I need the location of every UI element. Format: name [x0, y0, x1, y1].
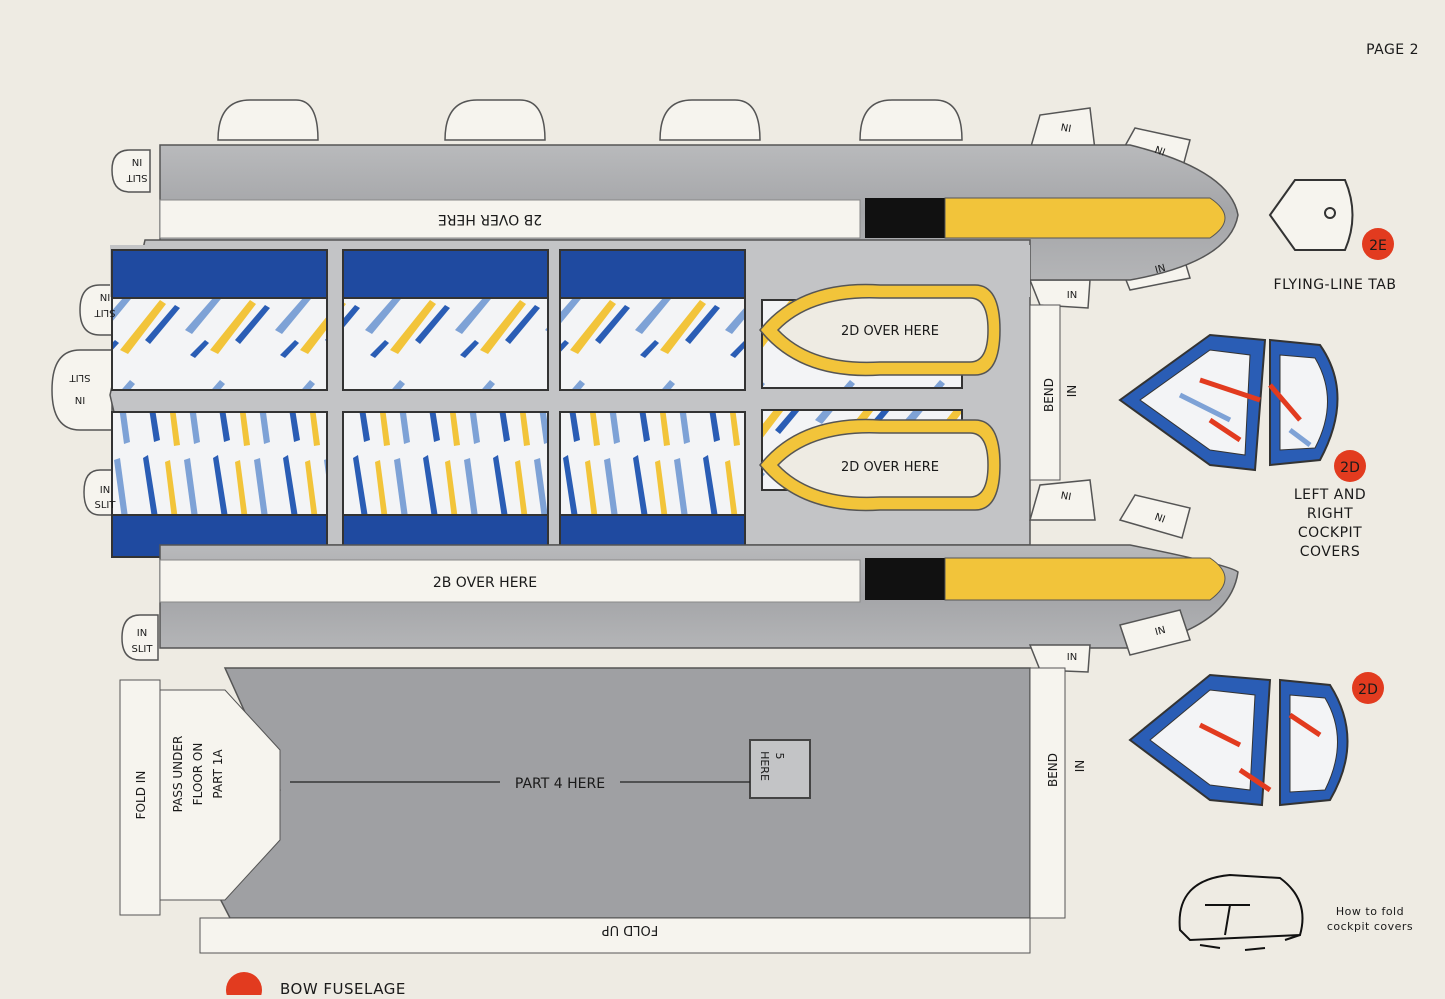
- label-pass-under-3: PART 1A: [211, 749, 225, 799]
- tab-label-in: IN: [100, 485, 110, 496]
- label-pass-under-2: FLOOR ON: [191, 743, 205, 806]
- flying-line-tab-caption: FLYING-LINE TAB: [1273, 277, 1397, 293]
- floor-panel: [119, 667, 1066, 954]
- label-in-lower: IN: [1073, 760, 1087, 773]
- badge-2e-text: 2E: [1369, 238, 1387, 254]
- top-tabs: [217, 99, 963, 141]
- lower-nose-tabs: [1028, 479, 1191, 673]
- badge-2e: 2E: [1362, 228, 1394, 260]
- tab-label-in: IN: [1154, 510, 1168, 524]
- tab-label-slit: SLIT: [95, 500, 117, 511]
- fold-caption-line: cockpit covers: [1326, 920, 1414, 933]
- tab-label-slit: SLIT: [126, 172, 148, 183]
- tab-label-in: IN: [1067, 290, 1077, 301]
- cabin-panel: [109, 239, 1061, 558]
- tab-label-slit: SLIT: [132, 644, 154, 655]
- cockpit-caption-line: RIGHT: [1306, 506, 1354, 522]
- badge-2d-lower-text: 2D: [1358, 682, 1378, 698]
- tab-label-in: IN: [1060, 488, 1072, 501]
- tab-label-slit: SLIT: [69, 372, 91, 383]
- cockpit-covers-caption: LEFT AND RIGHT COCKPIT COVERS: [1280, 486, 1380, 562]
- badge-2d-upper-text: 2D: [1340, 460, 1360, 476]
- badge-bow: [226, 972, 262, 999]
- label-fold-up: FOLD UP: [602, 922, 659, 937]
- label-fold-in: FOLD IN: [134, 771, 148, 820]
- cockpit-cover-upper: [1118, 333, 1339, 472]
- tab-label-in: IN: [100, 291, 110, 302]
- cockpit-caption-line: LEFT AND: [1293, 487, 1367, 503]
- page-number: PAGE 2: [1366, 42, 1419, 58]
- lower-fuselage: [159, 544, 1239, 649]
- label-part4-here: PART 4 HERE: [515, 776, 605, 792]
- tab-label-in: IN: [1060, 120, 1072, 133]
- tab-label-slit: SLIT: [94, 307, 116, 318]
- label-bend-lower: BEND: [1046, 753, 1060, 787]
- cockpit-cover-lower: [1128, 673, 1349, 807]
- tab-label-in: IN: [132, 156, 142, 167]
- how-to-fold-caption: How to fold cockpit covers: [1315, 904, 1425, 934]
- tab-label-in: IN: [137, 628, 147, 639]
- badge-2d-upper: 2D: [1334, 450, 1366, 482]
- tab-label-in: IN: [1154, 263, 1167, 276]
- tab-label-in: IN: [75, 394, 85, 405]
- label-pass-under-1: PASS UNDER: [171, 736, 185, 813]
- flying-line-tab: [1268, 179, 1354, 251]
- badge-2d-lower: 2D: [1352, 672, 1384, 704]
- tab-label-in: IN: [1067, 652, 1077, 663]
- tab-labels: IN SLIT IN SLIT SLIT IN IN SLIT IN SLIT …: [69, 120, 1168, 663]
- label-2b-over-here-bottom: 2B OVER HERE: [433, 575, 537, 591]
- bow-fuselage-caption: BOW FUSELAGE: [280, 980, 406, 998]
- fold-diagram: [1178, 873, 1304, 951]
- label-part5-here: HERE: [758, 751, 771, 781]
- fold-caption-line: How to fold: [1335, 905, 1405, 918]
- label-part5: 5: [773, 753, 786, 760]
- tab-label-in: IN: [1154, 625, 1167, 638]
- cockpit-caption-line: COVERS: [1299, 544, 1361, 560]
- label-2d-over-here-upper: 2D OVER HERE: [841, 324, 939, 339]
- label-in-upper: IN: [1065, 385, 1079, 398]
- label-2b-over-here-top: 2B OVER HERE: [438, 211, 542, 227]
- tab-label-in: IN: [1154, 143, 1168, 157]
- label-bend-upper: BEND: [1042, 378, 1056, 412]
- label-2d-over-here-lower: 2D OVER HERE: [841, 460, 939, 475]
- cockpit-caption-line: COCKPIT: [1297, 525, 1363, 541]
